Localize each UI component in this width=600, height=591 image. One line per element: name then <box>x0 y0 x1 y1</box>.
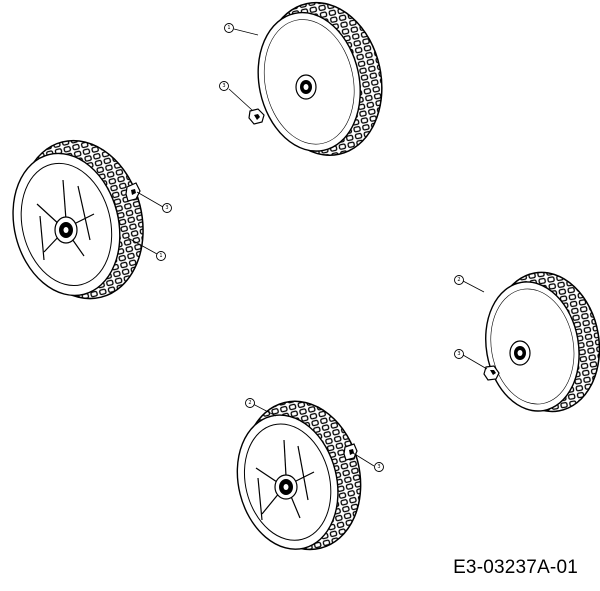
hub-left <box>54 216 78 244</box>
callout-adapter-top: 3 <box>219 81 229 91</box>
svg-text:2: 2 <box>248 400 251 406</box>
adapter-bottom <box>343 443 358 461</box>
wheel-left <box>12 139 144 300</box>
svg-text:2: 2 <box>457 277 460 283</box>
wheel-bottom <box>236 400 362 551</box>
callout-adapter-right: 3 <box>454 349 464 359</box>
callout-adapter-bottom: 3 <box>374 462 384 472</box>
drawing-code: E3-03237A-01 <box>453 557 578 578</box>
svg-text:1: 1 <box>159 253 162 259</box>
svg-text:3: 3 <box>222 83 225 89</box>
leader-lines <box>127 28 488 467</box>
hub-top <box>295 74 317 100</box>
adapter-right <box>483 365 500 381</box>
adapter-left <box>125 182 141 202</box>
svg-text:3: 3 <box>165 205 168 211</box>
wheel-top <box>257 1 383 156</box>
svg-text:3: 3 <box>457 351 460 357</box>
callout-wheel-left: 1 <box>156 251 166 261</box>
wheel-right <box>485 271 600 413</box>
callout-wheel-top: 1 <box>224 23 234 33</box>
callout-wheel-bottom: 2 <box>245 398 255 408</box>
svg-text:1: 1 <box>227 25 230 31</box>
hub-right <box>509 340 531 366</box>
adapter-top <box>248 108 265 125</box>
callout-adapter-left: 3 <box>162 203 172 213</box>
svg-text:3: 3 <box>377 464 380 470</box>
callout-wheel-right: 2 <box>454 275 464 285</box>
hub-bottom <box>274 474 298 500</box>
